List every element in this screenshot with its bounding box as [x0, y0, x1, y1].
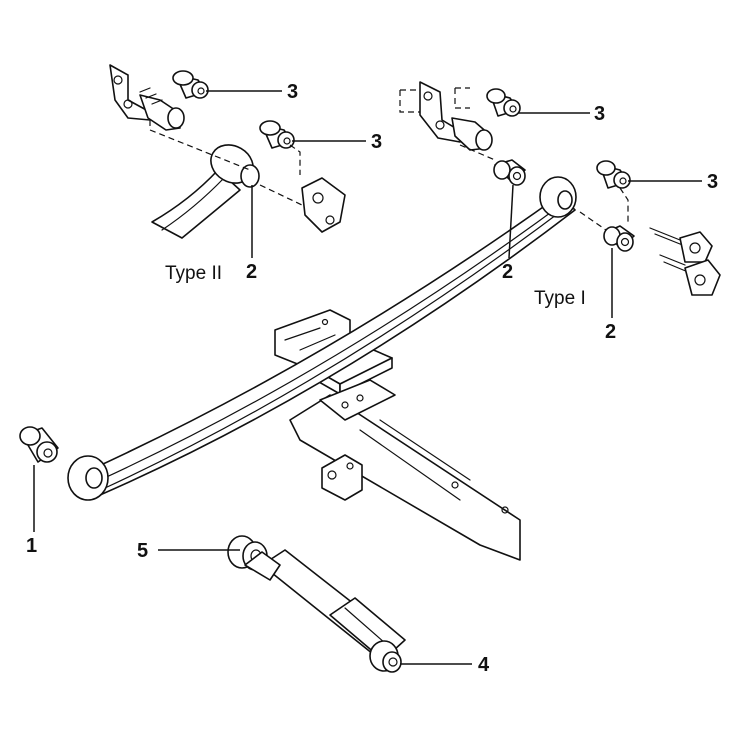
callout-2-type1: 2	[605, 321, 616, 343]
callout-3-far-right: 3	[707, 171, 718, 193]
callout-3-top-right: 3	[594, 103, 605, 125]
callout-4: 4	[478, 654, 490, 676]
leader-lines	[33, 90, 702, 665]
shock-lower-eye	[369, 640, 402, 673]
type1-shackle-lower	[649, 227, 721, 296]
type2-spring-end	[151, 144, 260, 239]
shock-absorber	[227, 535, 406, 673]
bushing-3-top-right	[486, 88, 521, 117]
leaf-spring	[67, 176, 577, 501]
callout-3-top-left: 3	[287, 81, 298, 103]
bushing-3-top-left	[172, 70, 209, 99]
type2-shackle-lower	[259, 177, 346, 233]
callout-2-mid: 2	[502, 261, 513, 283]
label-type-1: Type I	[534, 288, 586, 309]
bushing-2-mid	[493, 159, 526, 186]
type1-shackle-upper	[399, 81, 496, 161]
label-type-2: Type II	[165, 263, 222, 284]
bushing-3-mid-left	[259, 120, 301, 175]
bushing-3-far-right	[596, 160, 631, 225]
shock-upper-eye	[227, 535, 281, 581]
frame-rail	[274, 309, 521, 561]
callout-1: 1	[26, 535, 37, 557]
leaf-spring-front-eye	[67, 455, 109, 501]
bushing-1	[19, 426, 59, 463]
callout-3-mid-left: 3	[371, 131, 382, 153]
leaf-spring-rear-eye	[539, 176, 577, 218]
type2-shackle-upper	[109, 64, 251, 171]
callout-5: 5	[137, 540, 148, 562]
callout-2-type2: 2	[246, 261, 257, 283]
bushing-2-type1	[579, 211, 635, 252]
